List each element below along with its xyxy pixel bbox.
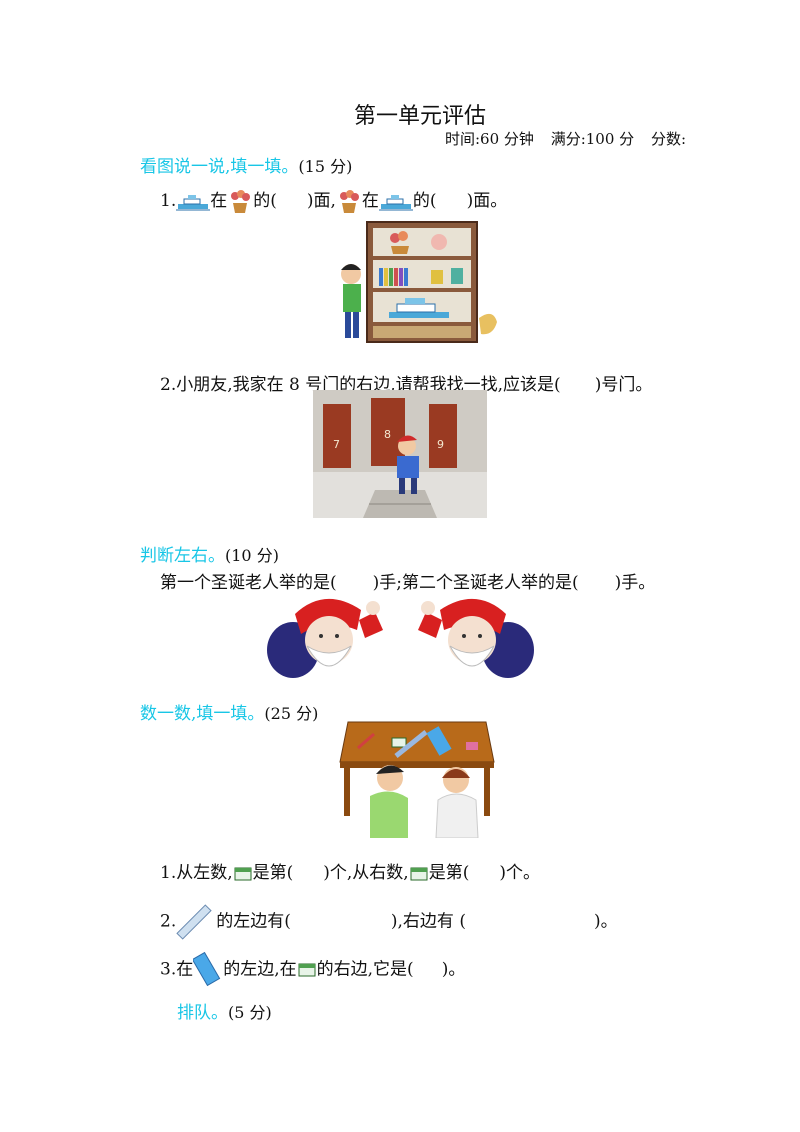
door-number-9: 9 — [437, 438, 444, 451]
pencil-case-icon — [410, 867, 428, 880]
section-heading-4: 排队。(5 分) — [177, 1003, 272, 1023]
section-heading-1: 看图说一说,填一填。(15 分) — [140, 157, 353, 177]
santa-illustration-2 — [418, 598, 534, 678]
flowerpot-icon — [339, 189, 359, 213]
cabinet-illustration — [341, 221, 497, 343]
door-number-8: 8 — [384, 428, 391, 441]
time-limit: 时间:60 分钟 — [445, 130, 534, 148]
desk-illustration — [339, 721, 495, 838]
section-heading-3: 数一数,填一填。(25 分) — [140, 704, 319, 724]
count-question-1: 1.从左数,是第()个,从右数,是第()个。 — [160, 863, 540, 883]
score-field: 分数: — [650, 130, 686, 148]
count-question-2: 2.的左边有(),右边有 ()。 — [160, 904, 618, 940]
doors-illustration: 7 8 9 — [313, 390, 487, 518]
page-title: 第一单元评估 — [353, 104, 486, 129]
section-heading-2: 判断左右。(10 分) — [140, 546, 279, 566]
door-number-7: 7 — [333, 438, 340, 451]
flowerpot-icon — [231, 189, 251, 213]
santa-question: 第一个圣诞老人举的是()手;第二个圣诞老人举的是()手。 — [160, 573, 656, 593]
full-score: 满分:100 分 — [550, 130, 635, 148]
boat-icon — [176, 194, 211, 210]
question-1: 1.在的()面,在的()面。 — [160, 186, 507, 215]
boat-icon — [378, 194, 413, 210]
santa-illustration-1 — [267, 598, 383, 678]
ruler-icon — [176, 904, 212, 940]
pencil-case-icon — [298, 963, 316, 977]
count-question-3: 3.在的左边,在的右边,它是()。 — [160, 950, 465, 990]
pencil-case-icon — [234, 867, 252, 880]
eraser-icon — [193, 951, 221, 987]
exam-meta: 时间:60 分钟 满分:100 分 分数: — [445, 128, 698, 149]
